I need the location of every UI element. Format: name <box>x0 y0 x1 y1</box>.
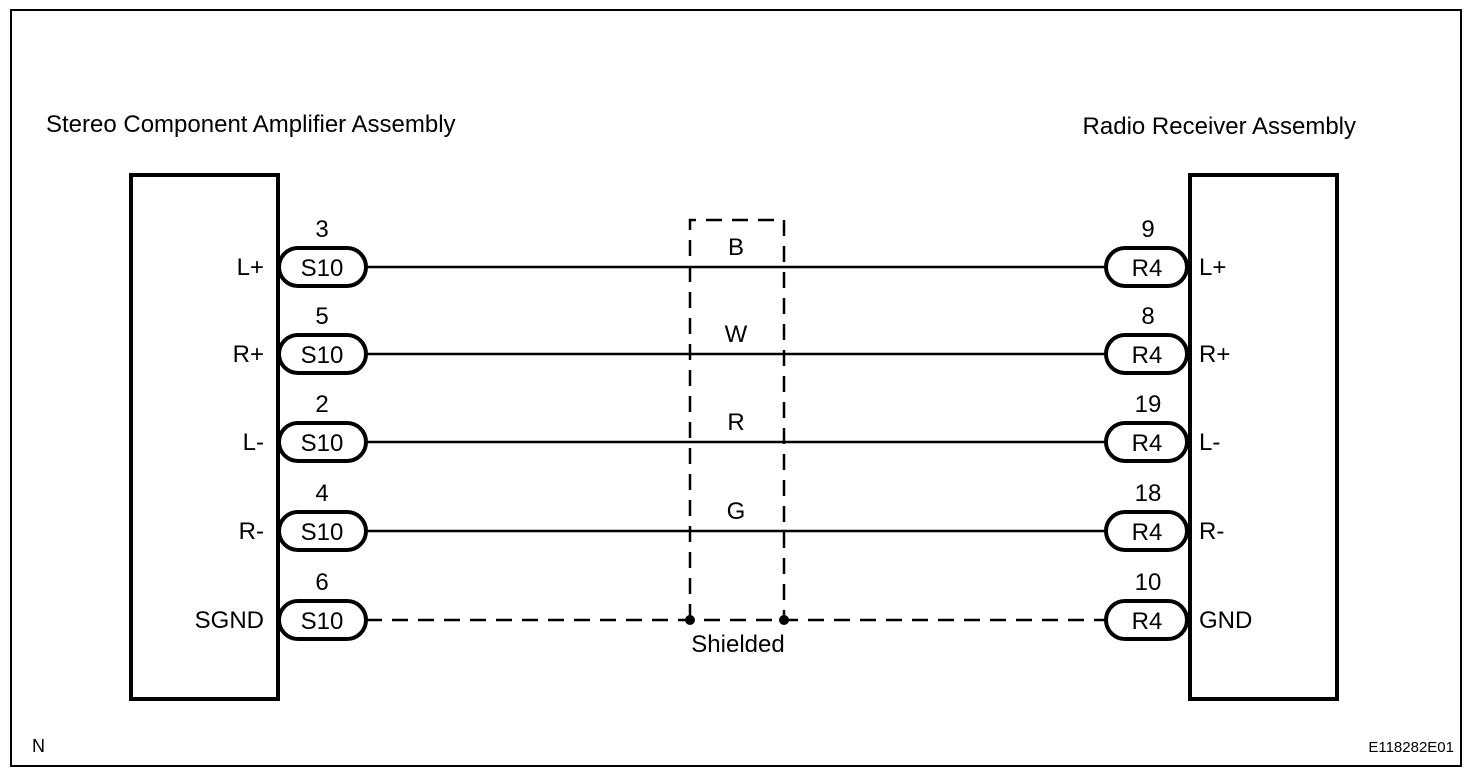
shield-label: Shielded <box>691 631 784 658</box>
wire-color-code: G <box>727 498 746 525</box>
left-connector-code: S10 <box>301 255 344 282</box>
left-terminal-label: R- <box>239 518 264 545</box>
left-pin-number: 6 <box>315 569 328 596</box>
right-terminal-label: R- <box>1199 518 1224 545</box>
right-connector-pill <box>1104 333 1189 375</box>
wire-color-code: B <box>728 234 744 261</box>
right-assembly-title: Radio Receiver Assembly <box>1083 113 1356 140</box>
right-connector-code: R4 <box>1132 430 1163 457</box>
right-connector-code: R4 <box>1132 342 1163 369</box>
right-terminal-label: L- <box>1199 429 1220 456</box>
wire-color-code: W <box>725 321 748 348</box>
left-pin-number: 2 <box>315 391 328 418</box>
right-pin-number: 8 <box>1141 303 1154 330</box>
left-connector-pill <box>277 246 368 288</box>
right-terminal-label: L+ <box>1199 254 1226 281</box>
left-connector-pill <box>277 333 368 375</box>
left-connector-pill <box>277 599 368 641</box>
right-connector-pill <box>1104 421 1189 463</box>
right-connector-code: R4 <box>1132 519 1163 546</box>
left-connector-code: S10 <box>301 608 344 635</box>
right-connector-pill <box>1104 510 1189 552</box>
left-terminal-label: SGND <box>195 607 264 634</box>
left-connector-code: S10 <box>301 519 344 546</box>
wire-color-code: R <box>727 409 744 436</box>
right-connector-pill <box>1104 246 1189 288</box>
right-pin-number: 18 <box>1135 480 1162 507</box>
right-connector-pill <box>1104 599 1189 641</box>
right-terminal-label: R+ <box>1199 341 1230 368</box>
right-pin-number: 10 <box>1135 569 1162 596</box>
right-terminal-label: GND <box>1199 607 1252 634</box>
left-pin-number: 3 <box>315 216 328 243</box>
left-terminal-label: R+ <box>233 341 264 368</box>
left-terminal-label: L- <box>243 429 264 456</box>
right-connector-code: R4 <box>1132 608 1163 635</box>
right-assembly-box <box>1188 173 1339 701</box>
wire-group: S10 3L+ R4 9L+ B S10 5R+ R4 8R+ W S10 2L- R4 19L- R S10… <box>195 216 1252 641</box>
left-connector-pill <box>277 510 368 552</box>
left-pin-number: 5 <box>315 303 328 330</box>
diagram-frame <box>10 9 1462 767</box>
figure-code: E118282E01 <box>1368 739 1454 756</box>
corner-label: N <box>32 736 45 756</box>
left-assembly-title: Stereo Component Amplifier Assembly <box>46 111 456 138</box>
shield-outline <box>688 218 786 620</box>
right-pin-number: 19 <box>1135 391 1162 418</box>
left-terminal-label: L+ <box>237 254 264 281</box>
left-connector-pill <box>277 421 368 463</box>
left-pin-number: 4 <box>315 480 328 507</box>
left-connector-code: S10 <box>301 342 344 369</box>
right-connector-code: R4 <box>1132 255 1163 282</box>
left-connector-code: S10 <box>301 430 344 457</box>
right-pin-number: 9 <box>1141 216 1154 243</box>
